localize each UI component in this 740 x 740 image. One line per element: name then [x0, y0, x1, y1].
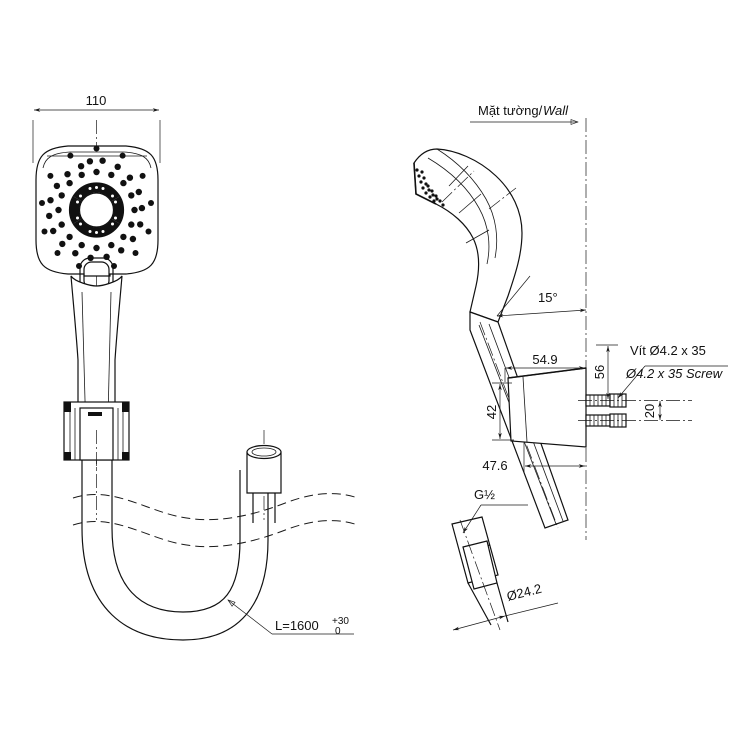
- dimension-label-42: 42: [484, 405, 499, 419]
- dimension-label-47-6: 47.6: [482, 458, 507, 473]
- side-nozzle-face: [413, 162, 437, 205]
- screw-callout: Vít Ø4.2 x 35 Ø4.2 x 35 Screw: [617, 343, 728, 399]
- spray-nozzle-dots: [39, 145, 154, 269]
- mounting-screw-upper: [578, 393, 692, 408]
- handle-highlight-left: [81, 291, 86, 419]
- thread-callout: G½: [462, 487, 528, 534]
- wall-label-vi: Mặt tường/: [478, 103, 543, 118]
- dimension-label-dia-24-2: Ø24.2: [505, 581, 543, 604]
- angle-15-dimension: 15°: [496, 275, 587, 318]
- hose-inner-wall: [111, 460, 241, 613]
- dimension-label-54-9: 54.9: [532, 352, 557, 367]
- break-line-upper: [72, 493, 359, 521]
- angle-15-label: 15°: [538, 290, 558, 305]
- dimension-label-20: 20: [642, 404, 657, 418]
- side-head-panel-line-1: [448, 165, 469, 187]
- hose-outer-wall: [81, 460, 269, 641]
- handle-highlight-right: [107, 291, 112, 419]
- bracket-inner-line: [522, 376, 528, 443]
- dimension-dia-24-2: Ø24.2: [452, 581, 559, 631]
- spray-ring-pips: [76, 186, 117, 234]
- faceplate-inner-rim: [42, 151, 152, 169]
- side-head-axis-1: [441, 170, 475, 203]
- front-view-group: 110: [32, 93, 359, 641]
- dimension-label-56: 56: [592, 365, 607, 379]
- side-head-panel-line-2: [458, 193, 482, 214]
- dimension-width-110: 110: [32, 93, 161, 163]
- hose-tolerance-lower: 0: [335, 626, 341, 637]
- wall-label-callout: Mặt tường/ Wall: [470, 103, 578, 122]
- screw-label-vi: Vít Ø4.2 x 35: [630, 343, 706, 358]
- mounting-screw-lower: [578, 413, 692, 428]
- side-nozzle-dots: [415, 168, 445, 207]
- break-line-lower: [72, 520, 359, 548]
- side-shower-head-body: [413, 148, 523, 323]
- dimension-42: 42: [484, 382, 514, 441]
- connector-centerline: [459, 519, 501, 631]
- dimension-label-110: 110: [86, 93, 107, 108]
- spray-center-inner-ring: [78, 192, 115, 228]
- side-head-axis-2: [488, 187, 517, 210]
- wall-bracket: [507, 367, 587, 448]
- dimension-47-6: 47.6: [482, 442, 585, 473]
- dimension-20: 20: [642, 401, 662, 420]
- hose-length-label: L=1600: [275, 618, 319, 633]
- dimension-56: 56: [592, 344, 618, 399]
- side-head-panel-line-3: [465, 229, 490, 244]
- side-head-contour-a: [436, 148, 498, 259]
- side-view-group: Mặt tường/ Wall: [413, 103, 728, 631]
- dimension-54-9: 54.9: [504, 352, 585, 382]
- shower-handle: [70, 273, 123, 421]
- hose-length-callout: L=1600 +30 0: [228, 600, 354, 637]
- wall-label-en: Wall: [543, 103, 569, 118]
- thread-label: G½: [474, 487, 495, 502]
- shower-head-faceplate: [35, 145, 159, 277]
- side-head-contour-b: [427, 157, 490, 265]
- hose-end-connector: [246, 444, 282, 523]
- screw-label-en: Ø4.2 x 35 Screw: [625, 366, 724, 381]
- hose-tolerance-upper: +30: [332, 616, 349, 627]
